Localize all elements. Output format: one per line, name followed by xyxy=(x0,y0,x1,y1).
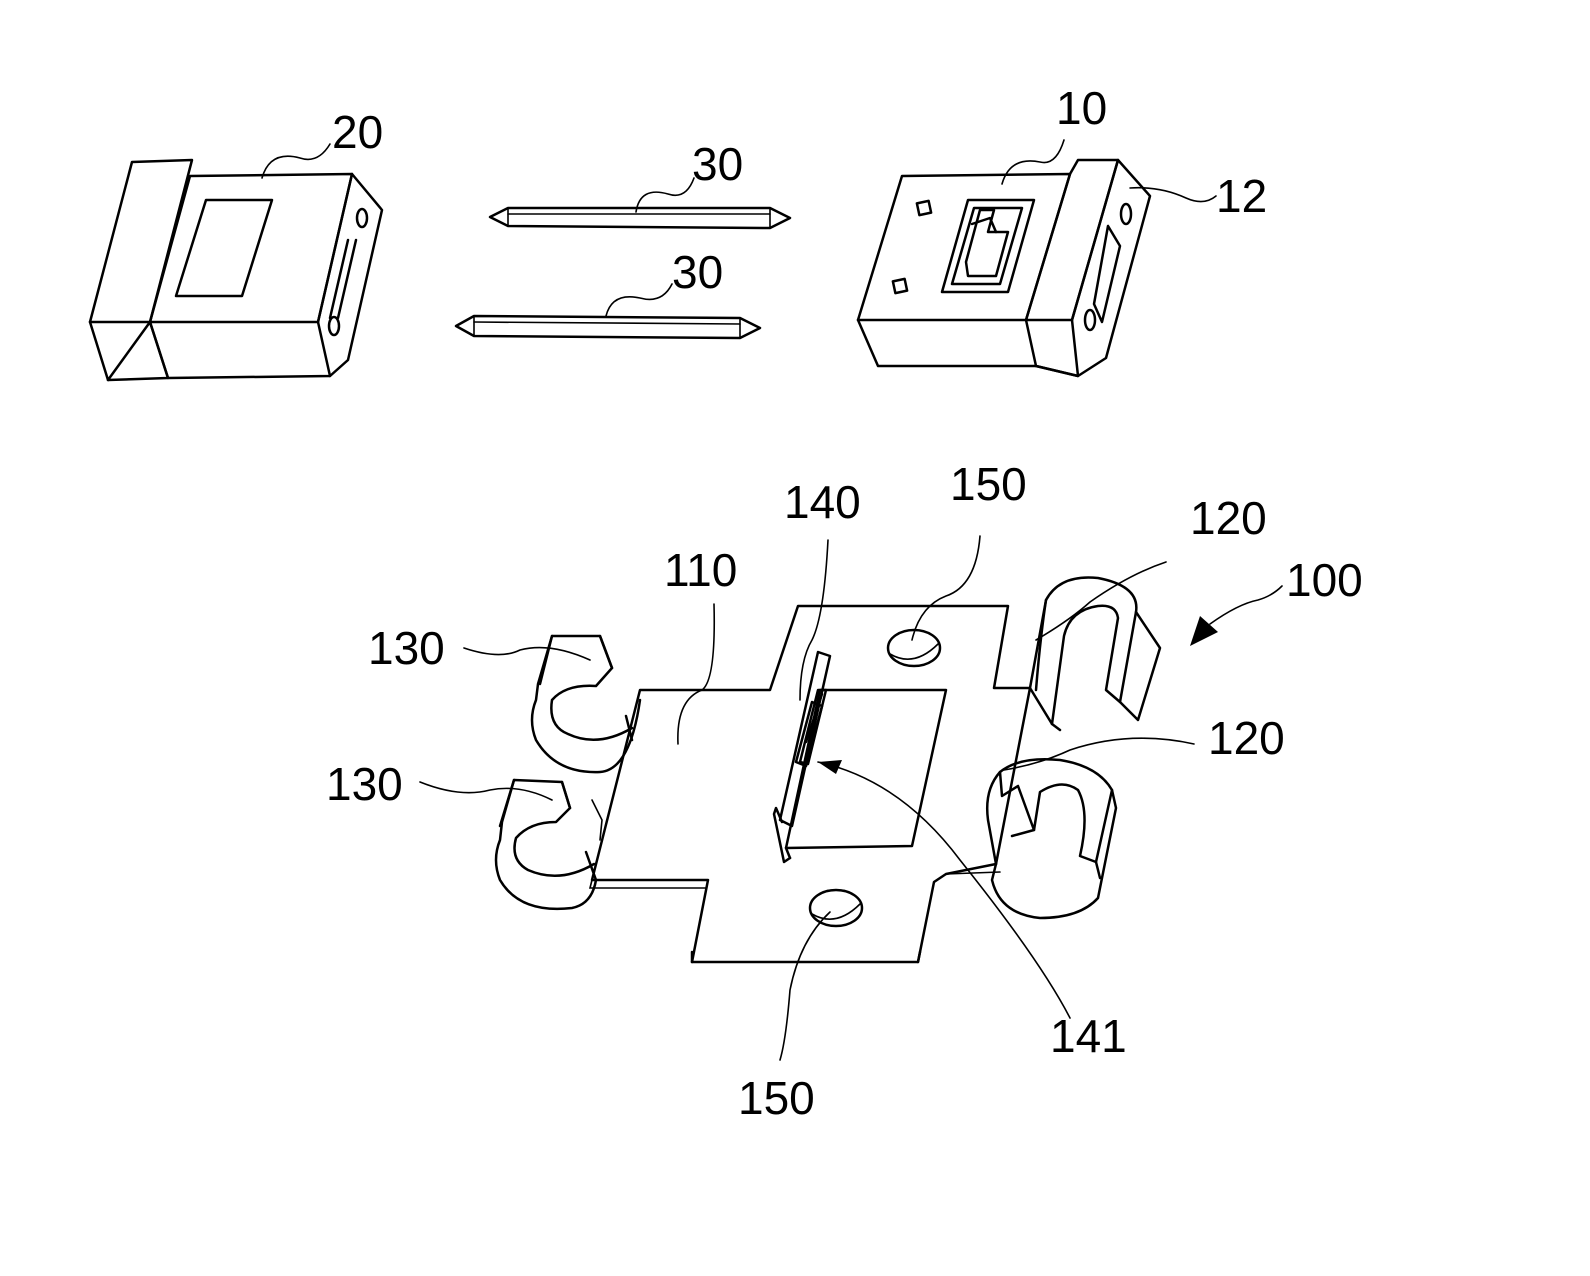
arrow-100 xyxy=(1190,586,1282,646)
label-120-upper: 120 xyxy=(1190,492,1267,544)
labels: 20 30 30 10 12 110 140 150 120 100 130 1… xyxy=(326,82,1363,1124)
label-120-lower: 120 xyxy=(1208,712,1285,764)
leader-lines xyxy=(262,140,1216,1060)
pin-30-upper xyxy=(490,208,790,228)
label-12: 12 xyxy=(1216,170,1267,222)
label-20: 20 xyxy=(332,106,383,158)
pin-30-lower xyxy=(456,316,760,338)
label-30-lower: 30 xyxy=(672,246,723,298)
member-100 xyxy=(496,577,1160,962)
label-110: 110 xyxy=(664,544,737,596)
label-140: 140 xyxy=(784,476,861,528)
label-30-upper: 30 xyxy=(692,138,743,190)
label-150-bottom: 150 xyxy=(738,1072,815,1124)
label-130-lower: 130 xyxy=(326,758,403,810)
label-150-top: 150 xyxy=(950,458,1027,510)
label-100: 100 xyxy=(1286,554,1363,606)
label-10: 10 xyxy=(1056,82,1107,134)
housing-20 xyxy=(90,160,382,380)
label-130-upper: 130 xyxy=(368,622,445,674)
housing-10 xyxy=(858,160,1150,376)
label-141: 141 xyxy=(1050,1010,1127,1062)
